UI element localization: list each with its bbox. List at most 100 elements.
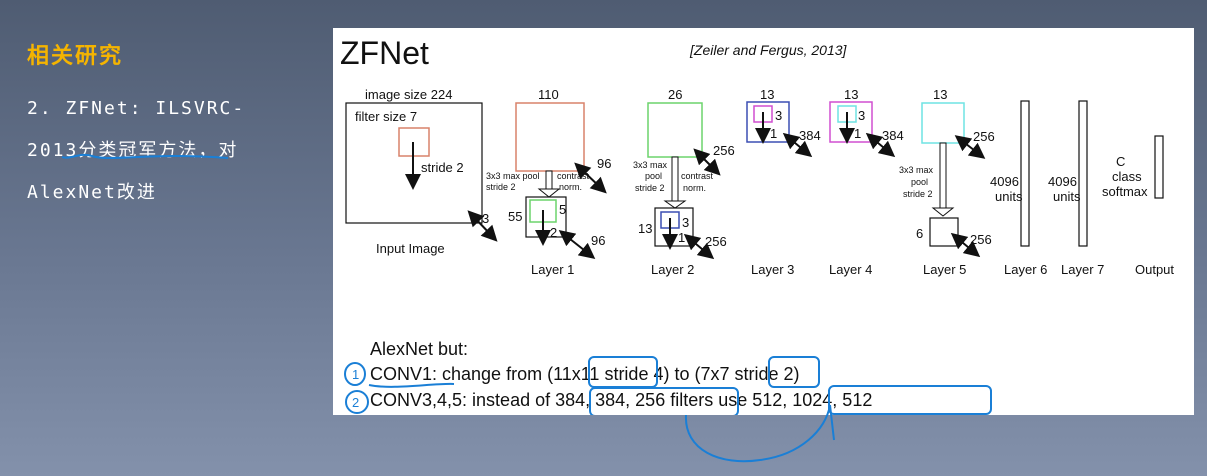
- bullet-intro: AlexNet but:: [370, 339, 468, 359]
- bullet-1: CONV1: change from (11x11 stride 4) to (…: [370, 364, 800, 384]
- layer2-name: Layer 2: [651, 262, 694, 277]
- layer5-top-depth: 256: [973, 129, 995, 144]
- layer3-name: Layer 3: [751, 262, 794, 277]
- output-c: C: [1116, 154, 1125, 169]
- layer2-pool2: pool: [645, 171, 662, 181]
- layer6-units: units: [995, 189, 1023, 204]
- layer2-bottom-depth-arrow: [683, 233, 715, 260]
- layer6-units-num: 4096: [990, 174, 1019, 189]
- annotation-circle-2: [345, 390, 369, 414]
- annotation-box-new-filters: [828, 385, 992, 415]
- layer3-filter: 3: [775, 108, 782, 123]
- layer1-bottom-depth: 96: [591, 233, 605, 248]
- layer5-pool2: pool: [911, 177, 928, 187]
- layer1-name: Layer 1: [531, 262, 574, 277]
- citation: [Zeiler and Fergus, 2013]: [689, 42, 848, 58]
- layer6-name: Layer 6: [1004, 262, 1047, 277]
- layer6-bar: [1020, 100, 1030, 247]
- layer4-top-size: 13: [844, 87, 858, 102]
- bullet-2: CONV3,4,5: instead of 384, 384, 256 filt…: [370, 390, 872, 410]
- output-name: Output: [1135, 262, 1174, 277]
- output-bar: [1154, 135, 1164, 199]
- output-softmax: softmax: [1102, 184, 1148, 199]
- layer1-pool-arrow: [545, 170, 553, 190]
- layer3-depth-arrow: [782, 132, 813, 158]
- output-class: class: [1112, 169, 1142, 184]
- layer5-bottom-size: 6: [916, 226, 923, 241]
- layer5-top-size: 13: [933, 87, 947, 102]
- annotation-box-7x7: [768, 356, 820, 388]
- layer5-name: Layer 5: [923, 262, 966, 277]
- layer4-filter: 3: [858, 108, 865, 123]
- layer1-pool-arrowhead: [537, 188, 561, 198]
- figure-title: ZFNet: [340, 35, 429, 71]
- layer3-depth: 384: [799, 128, 821, 143]
- layer5-top-depth-arrow: [954, 135, 986, 159]
- layer1-pool: 3x3 max pool: [486, 171, 540, 181]
- layer4-name: Layer 4: [829, 262, 872, 277]
- layer2-pool1: 3x3 max: [633, 160, 668, 170]
- layer5-bottom-depth-arrow: [950, 232, 981, 258]
- layer5-bottom-depth: 256: [970, 232, 992, 247]
- layer2-pool-arrowhead: [663, 200, 687, 209]
- layer3-top-size: 13: [760, 87, 774, 102]
- layer1-norm: norm.: [559, 182, 582, 192]
- annotation-underline-conv1: [368, 382, 455, 388]
- layer1-conv-box: [515, 102, 585, 172]
- input-name: Input Image: [376, 241, 445, 256]
- layer1-top-size: 110: [538, 87, 559, 102]
- layer1-top-depth-arrow: [574, 162, 607, 194]
- layer4-stride: 1: [854, 126, 861, 141]
- layer5-pool-stride: stride 2: [903, 189, 933, 199]
- layer2-stride: 1: [678, 230, 685, 245]
- annotation-number-2: 2: [352, 395, 359, 410]
- layer1-bottom-size: 55: [508, 209, 522, 224]
- layer2-bottom-size: 13: [638, 221, 652, 236]
- layer3-stride: 1: [770, 126, 777, 141]
- layer1-contrast: contrast: [557, 171, 590, 181]
- handwritten-underline: [61, 153, 229, 159]
- layer5-conv-box: [921, 102, 965, 144]
- layer2-norm: norm.: [683, 183, 706, 193]
- layer2-top-size: 26: [668, 87, 682, 102]
- layer2-filter: 3: [682, 215, 689, 230]
- input-depth: 3: [482, 211, 489, 226]
- handwritten-annotations: [344, 356, 992, 415]
- layer1-bottom-depth-arrow: [558, 230, 596, 259]
- layer5-pool-arrow: [939, 142, 947, 209]
- layer1-top-depth: 96: [597, 156, 611, 171]
- layer7-name: Layer 7: [1061, 262, 1104, 277]
- annotation-circle-1: [344, 362, 366, 386]
- input-filter-label: filter size 7: [355, 109, 417, 124]
- layer5-pool1: 3x3 max: [899, 165, 934, 175]
- desc-line-3: AlexNet改进: [27, 182, 157, 203]
- desc-line-1: 2. ZFNet: ILSVRC-: [27, 98, 246, 119]
- layer7-units-num: 4096: [1048, 174, 1077, 189]
- layer2-conv-box: [647, 102, 703, 158]
- layer2-pool-stride: stride 2: [635, 183, 665, 193]
- layer7-bar: [1078, 100, 1088, 247]
- layer1-stride: 2: [550, 225, 557, 240]
- annotation-box-old-filters: [589, 387, 739, 415]
- input-size-label: image size 224: [365, 87, 452, 102]
- annotation-number-1: 1: [352, 367, 359, 382]
- layer4-depth-arrow: [865, 132, 896, 158]
- zfnet-diagram: ZFNet [Zeiler and Fergus, 2013] image si…: [340, 35, 1174, 415]
- layer2-contrast: contrast: [681, 171, 714, 181]
- layer5-pool-box: [929, 217, 959, 247]
- layer1-filter: 5: [559, 202, 566, 217]
- layer7-units: units: [1053, 189, 1081, 204]
- layer2-pool-arrow: [671, 156, 679, 202]
- layer2-top-depth: 256: [713, 143, 735, 158]
- left-title: 相关研究: [27, 44, 124, 69]
- figure-panel: ZFNet [Zeiler and Fergus, 2013] image si…: [333, 28, 1194, 415]
- input-image-box: [345, 102, 483, 224]
- layer1-pool-stride: stride 2: [486, 182, 516, 192]
- layer5-pool-arrowhead: [931, 207, 955, 217]
- input-stride-label: stride 2: [421, 160, 464, 175]
- layer4-depth: 384: [882, 128, 904, 143]
- layer2-bottom-depth: 256: [705, 234, 727, 249]
- layer2-top-depth-arrow: [693, 148, 721, 176]
- input-depth-arrow: [467, 210, 498, 242]
